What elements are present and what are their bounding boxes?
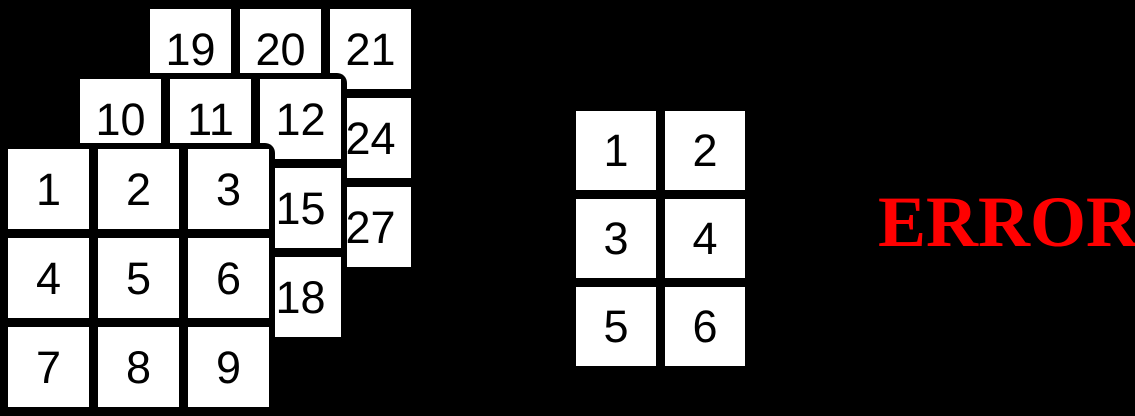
tensor-cell: 12 bbox=[260, 79, 341, 159]
tensor-cell: 4 bbox=[8, 238, 89, 318]
matrix-cell: 3 bbox=[576, 199, 656, 278]
tensor-cell: 3 bbox=[188, 149, 269, 229]
tensor-layer-front: 1 2 3 4 5 6 7 8 9 bbox=[2, 143, 275, 413]
tensor-cell: 9 bbox=[188, 327, 269, 407]
matrix-cell: 4 bbox=[665, 199, 745, 278]
matrix-cell: 6 bbox=[665, 287, 745, 366]
tensor-cell: 5 bbox=[98, 238, 179, 318]
matrix-grid: 1 2 3 4 5 6 bbox=[570, 105, 751, 372]
matrix-cell: 5 bbox=[576, 287, 656, 366]
tensor-cell: 1 bbox=[8, 149, 89, 229]
error-label: ERROR bbox=[878, 182, 1135, 262]
tensor-cell: 6 bbox=[188, 238, 269, 318]
matrix-cell: 1 bbox=[576, 111, 656, 190]
tensor-cell: 7 bbox=[8, 327, 89, 407]
tensor-cell: 8 bbox=[98, 327, 179, 407]
matrix-cell: 2 bbox=[665, 111, 745, 190]
tensor-cell: 2 bbox=[98, 149, 179, 229]
